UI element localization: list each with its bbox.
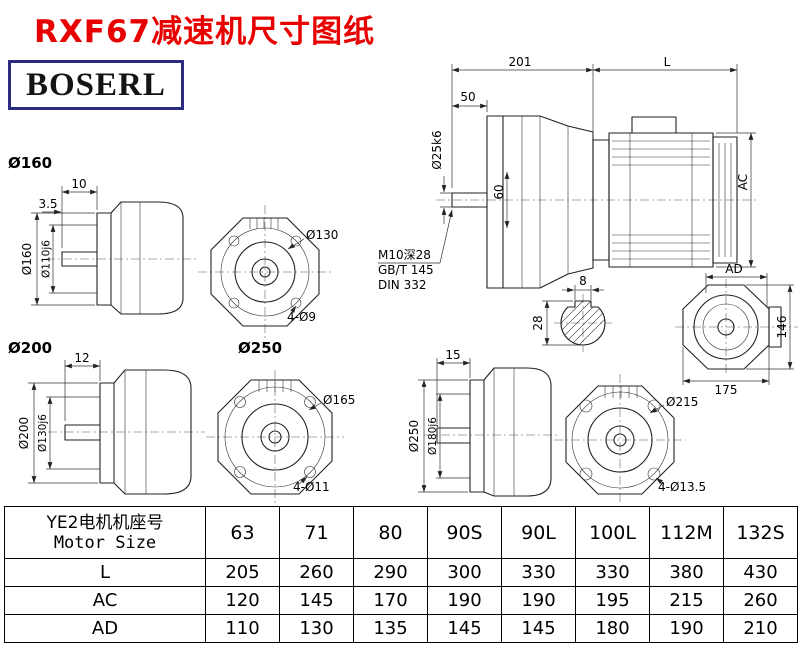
size-column-header: 71 <box>279 506 354 559</box>
dim-bolt-circle-130-label: Ø130 <box>306 228 338 242</box>
size-column-header: 80 <box>353 506 428 559</box>
dim-8-label: 8 <box>579 274 587 288</box>
view-shaft-keyway-section: 8 28 <box>531 274 612 352</box>
value-cell: 260 <box>279 558 354 587</box>
dim-AC-label: AC <box>736 174 750 190</box>
brand-text: BOSERL <box>26 67 166 103</box>
dim-spigot-180-label: Ø180j6 <box>427 417 439 455</box>
header-label-cn: YE2电机机座号 <box>46 512 164 533</box>
size-column-header: 90L <box>501 506 576 559</box>
view-flange-215: Ø215 4-Ø13.5 <box>554 374 706 503</box>
value-cell: 205 <box>205 558 280 587</box>
center-hole-note-3: DIN 332 <box>378 278 426 292</box>
dim-28-label: 28 <box>531 315 545 330</box>
row-label: AC <box>4 586 206 615</box>
dim-AD-label: AD <box>725 262 742 276</box>
dim-spigot-130-label: Ø130j6 <box>37 414 49 452</box>
value-cell: 330 <box>501 558 576 587</box>
dim-bolt-circle-165-label: Ø165 <box>323 393 355 407</box>
value-cell: 330 <box>575 558 650 587</box>
dim-146-label: 146 <box>775 316 789 339</box>
table-header-row: YE2电机机座号 Motor Size 63 71 80 90S 90L 100… <box>4 506 798 559</box>
terminal-box <box>631 116 677 134</box>
technical-drawing: Ø160 10 3.5 Ø160 Ø110j6 Ø130 4-Ø9 201 L … <box>8 55 798 503</box>
dim-od-160-label: Ø160 <box>20 243 34 275</box>
dim-25k6-label: Ø25k6 <box>430 130 444 169</box>
view-output-shaft-200: Ø200 12 Ø200 Ø130j6 <box>8 339 205 495</box>
center-hole-note-2: GB/T 145 <box>378 263 434 277</box>
dim-3-5-label: 3.5 <box>38 197 57 211</box>
value-cell: 135 <box>353 614 428 643</box>
value-cell: 145 <box>279 586 354 615</box>
dim-10-label: 10 <box>71 177 86 191</box>
brand-logo: BOSERL <box>8 60 184 110</box>
value-cell: 180 <box>575 614 650 643</box>
table-row-L: L 205 260 290 300 330 330 380 430 <box>4 558 798 587</box>
value-cell: 210 <box>723 614 798 643</box>
dim-od-250-label: Ø250 <box>407 420 421 452</box>
size-column-header: 90S <box>427 506 502 559</box>
view-output-shaft-250: Ø250 15 Ø250 Ø180j6 <box>238 339 560 497</box>
dim-holes-4x9-label: 4-Ø9 <box>287 310 316 324</box>
value-cell: 120 <box>205 586 280 615</box>
page-title: RXF67减速机尺寸图纸 <box>34 14 376 50</box>
value-cell: 195 <box>575 586 650 615</box>
value-cell: 190 <box>649 614 724 643</box>
value-cell: 380 <box>649 558 724 587</box>
table-row-AC: AC 120 145 170 190 190 195 215 260 <box>4 586 798 615</box>
size-column-header: 100L <box>575 506 650 559</box>
dim-60-label: 60 <box>492 184 506 199</box>
value-cell: 190 <box>501 586 576 615</box>
dim-15-label: 15 <box>445 348 460 362</box>
row-label: AD <box>4 614 206 643</box>
section-label-200: Ø200 <box>8 339 52 357</box>
value-cell: 290 <box>353 558 428 587</box>
size-column-header: 112M <box>649 506 724 559</box>
dim-L-label: L <box>664 55 671 69</box>
dim-12-label: 12 <box>74 351 89 365</box>
size-column-header: 132S <box>723 506 798 559</box>
value-cell: 145 <box>501 614 576 643</box>
dim-175-label: 175 <box>715 383 738 397</box>
value-cell: 260 <box>723 586 798 615</box>
value-cell: 130 <box>279 614 354 643</box>
value-cell: 110 <box>205 614 280 643</box>
dim-spigot-110-label: Ø110j6 <box>41 240 53 278</box>
value-cell: 170 <box>353 586 428 615</box>
fan-cover <box>712 136 738 264</box>
section-label-160: Ø160 <box>8 154 52 172</box>
header-motor-size-cell: YE2电机机座号 Motor Size <box>4 506 206 559</box>
value-cell: 145 <box>427 614 502 643</box>
view-flange-130: Ø130 4-Ø9 <box>198 205 338 339</box>
table-row-AD: AD 110 130 135 145 145 180 190 210 <box>4 614 798 643</box>
dim-holes-4x11-label: 4-Ø11 <box>293 480 330 494</box>
dim-od-200-label: Ø200 <box>17 417 31 449</box>
view-rear-output: AD 146 175 <box>675 262 798 397</box>
value-cell: 300 <box>427 558 502 587</box>
value-cell: 430 <box>723 558 798 587</box>
dim-bolt-circle-215-label: Ø215 <box>666 395 698 409</box>
view-main-assembly: 201 L 50 Ø25k6 60 AC M10深28 GB/T 145 DIN… <box>378 55 758 292</box>
view-output-shaft-160: Ø160 10 3.5 Ø160 Ø110j6 <box>8 154 196 315</box>
dim-201-label: 201 <box>509 55 532 69</box>
dim-50-label: 50 <box>460 90 475 104</box>
view-flange-165: Ø165 4-Ø11 <box>206 370 355 503</box>
value-cell: 215 <box>649 586 724 615</box>
dim-holes-4x13-5-label: 4-Ø13.5 <box>658 480 706 494</box>
motor-size-table: YE2电机机座号 Motor Size 63 71 80 90S 90L 100… <box>4 506 798 643</box>
header-label-en: Motor Size <box>53 532 157 553</box>
row-label: L <box>4 558 206 587</box>
size-column-header: 63 <box>205 506 280 559</box>
value-cell: 190 <box>427 586 502 615</box>
section-label-250: Ø250 <box>238 339 282 357</box>
center-hole-note-1: M10深28 <box>378 248 431 262</box>
